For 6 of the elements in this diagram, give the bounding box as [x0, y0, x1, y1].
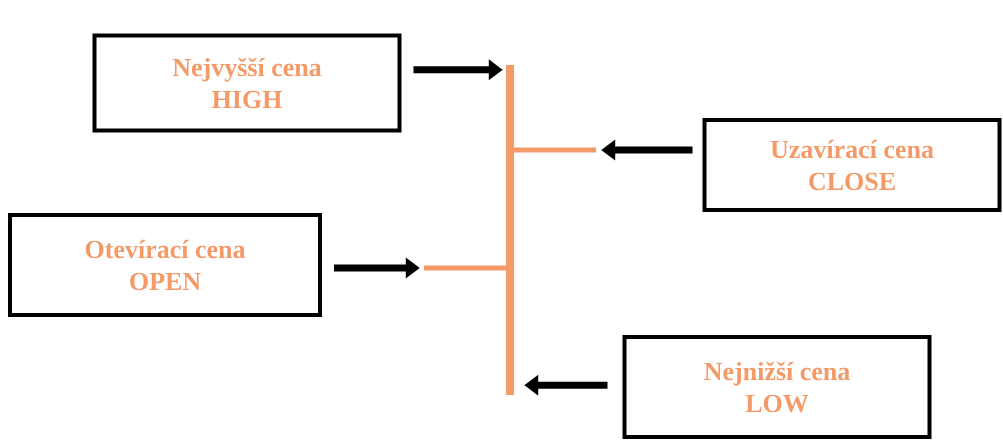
label-box: Nejnižší cena LOW	[622, 335, 932, 439]
price-bar	[424, 265, 506, 271]
label-box: Nejvyšší cena HIGH	[92, 33, 402, 133]
label-box: Uzavírací cena CLOSE	[702, 118, 1002, 212]
price-bar	[514, 147, 596, 153]
label-box: Otevírací cena OPEN	[8, 213, 322, 317]
